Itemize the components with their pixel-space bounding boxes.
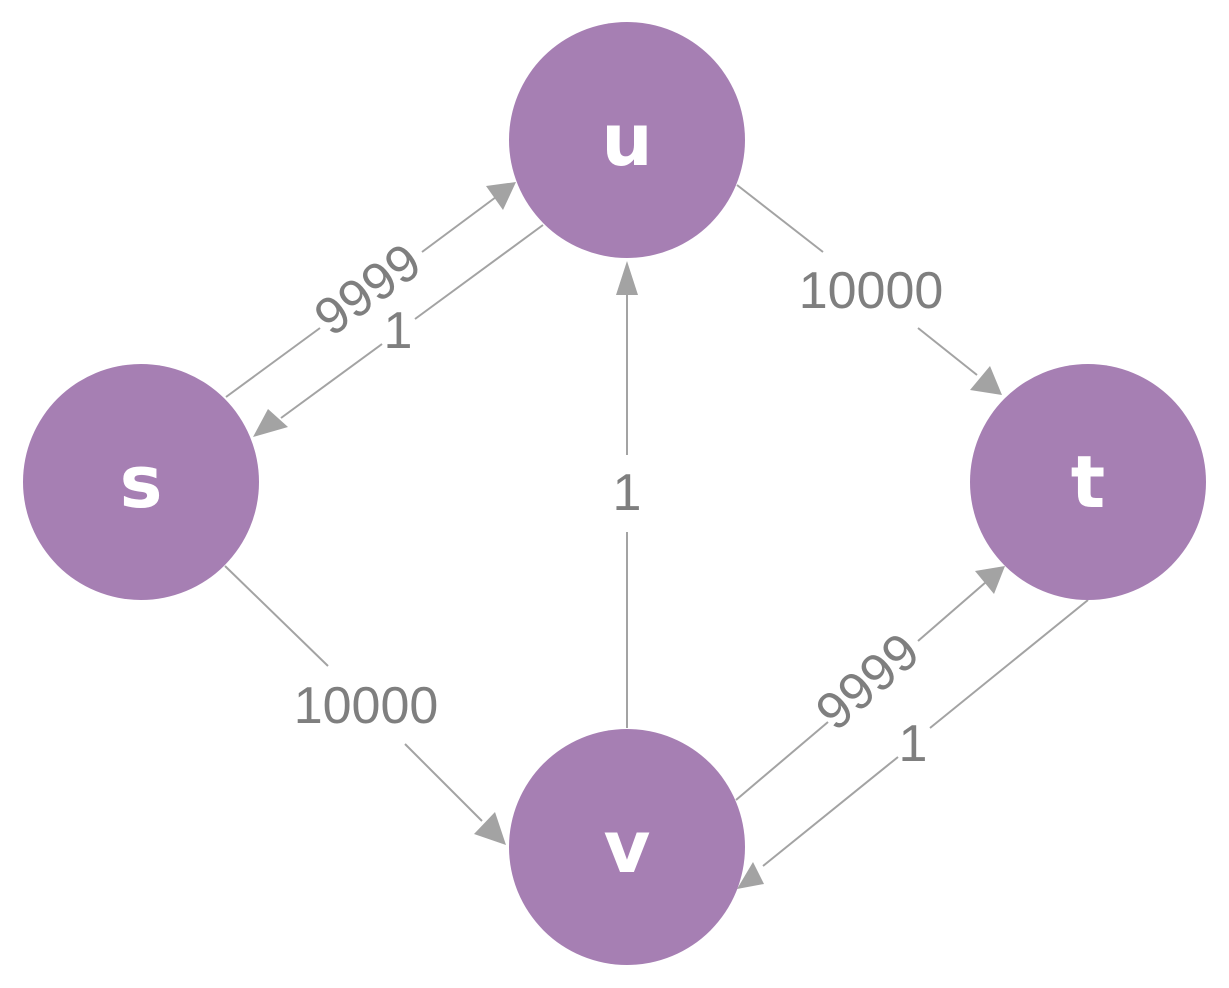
arrowhead-icon: [970, 366, 1002, 395]
node-label-s: s: [120, 440, 163, 524]
edge-u-t: [736, 184, 1002, 395]
edge-s-v: [224, 565, 506, 845]
node-label-t: t: [1071, 440, 1105, 524]
arrowhead-icon: [253, 409, 288, 437]
arrowhead-icon: [737, 862, 764, 889]
node-label-v: v: [604, 805, 651, 889]
node-s: s: [23, 364, 259, 600]
arrowhead-icon: [486, 182, 516, 210]
edge-label-t-v: 1: [899, 715, 928, 773]
node-t: t: [970, 364, 1206, 600]
arrowhead-icon: [474, 812, 506, 845]
edge-t-v: [737, 599, 1089, 889]
node-u: u: [509, 22, 745, 258]
node-label-u: u: [601, 98, 652, 182]
edge-label-u-s: 1: [384, 302, 413, 360]
edge-u-s: [253, 224, 544, 437]
edge-v-u: [616, 261, 638, 728]
edge-s-u: [225, 182, 516, 398]
edge-label-s-u: 9999: [304, 233, 432, 348]
node-v: v: [509, 729, 745, 965]
edge-label-v-u: 1: [613, 464, 642, 522]
edge-v-t: [735, 566, 1005, 801]
edge-label-s-v: 10000: [294, 677, 439, 735]
arrowhead-icon: [616, 261, 638, 295]
edge-label-u-t: 10000: [799, 262, 944, 320]
arrowhead-icon: [975, 566, 1005, 594]
